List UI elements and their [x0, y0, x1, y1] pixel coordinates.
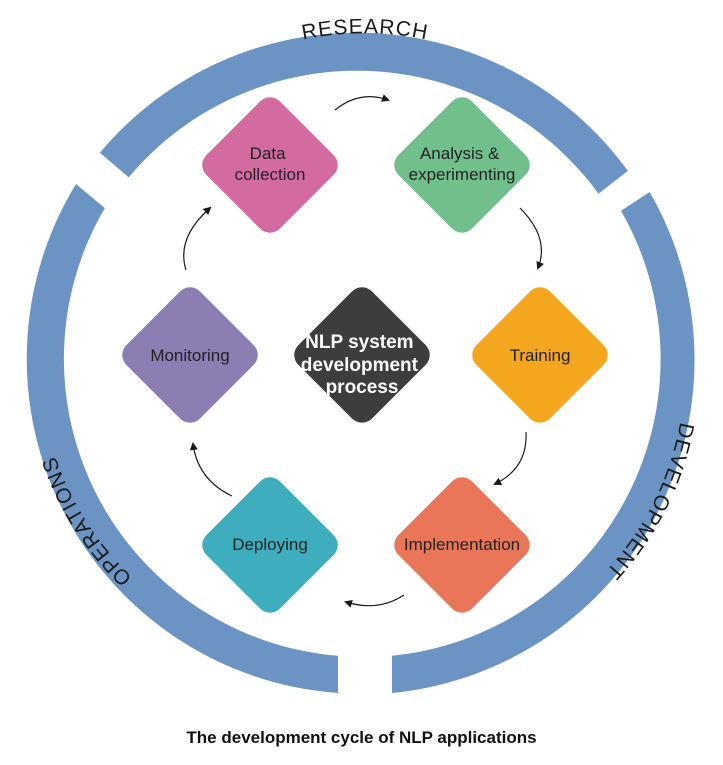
arrow-data-to-analysis [334, 94, 390, 111]
center-node: NLP system development process [294, 287, 430, 423]
step-diamond [202, 97, 338, 233]
ring-segment-development [392, 192, 695, 693]
step-deploying: Deploying [202, 477, 338, 613]
arrow-training-to-implementation [493, 431, 527, 485]
center-diamond [294, 287, 430, 423]
step-implementation: Implementation [394, 477, 530, 613]
step-label: Monitoring [150, 346, 229, 365]
ring-segment-operations [26, 184, 338, 693]
step-analysis-experimenting: Analysis & experimenting [394, 97, 530, 233]
step-training: Training [472, 287, 608, 423]
step-label: Data collection [235, 144, 306, 184]
arrow-monitoring-to-data [183, 206, 212, 271]
arrow-implementation-to-deploying [344, 594, 405, 608]
arrow-deploying-to-monitoring [189, 442, 233, 497]
step-data-collection: Data collection [202, 97, 338, 233]
step-diamond [122, 287, 258, 423]
step-label: Training [510, 346, 571, 365]
center-title: NLP system development process [301, 332, 423, 398]
ring-segment-research [99, 32, 628, 194]
step-monitoring: Monitoring [122, 287, 258, 423]
step-label: Deploying [232, 535, 308, 554]
step-diamond [202, 477, 338, 613]
arrow-analysis-to-training [519, 207, 544, 270]
step-diamond [472, 287, 608, 423]
step-label: Implementation [404, 535, 520, 554]
step-label: Analysis & experimenting [409, 144, 516, 184]
figure-caption: The development cycle of NLP application… [186, 728, 537, 747]
step-diamond [394, 97, 530, 233]
step-diamond [394, 477, 530, 613]
